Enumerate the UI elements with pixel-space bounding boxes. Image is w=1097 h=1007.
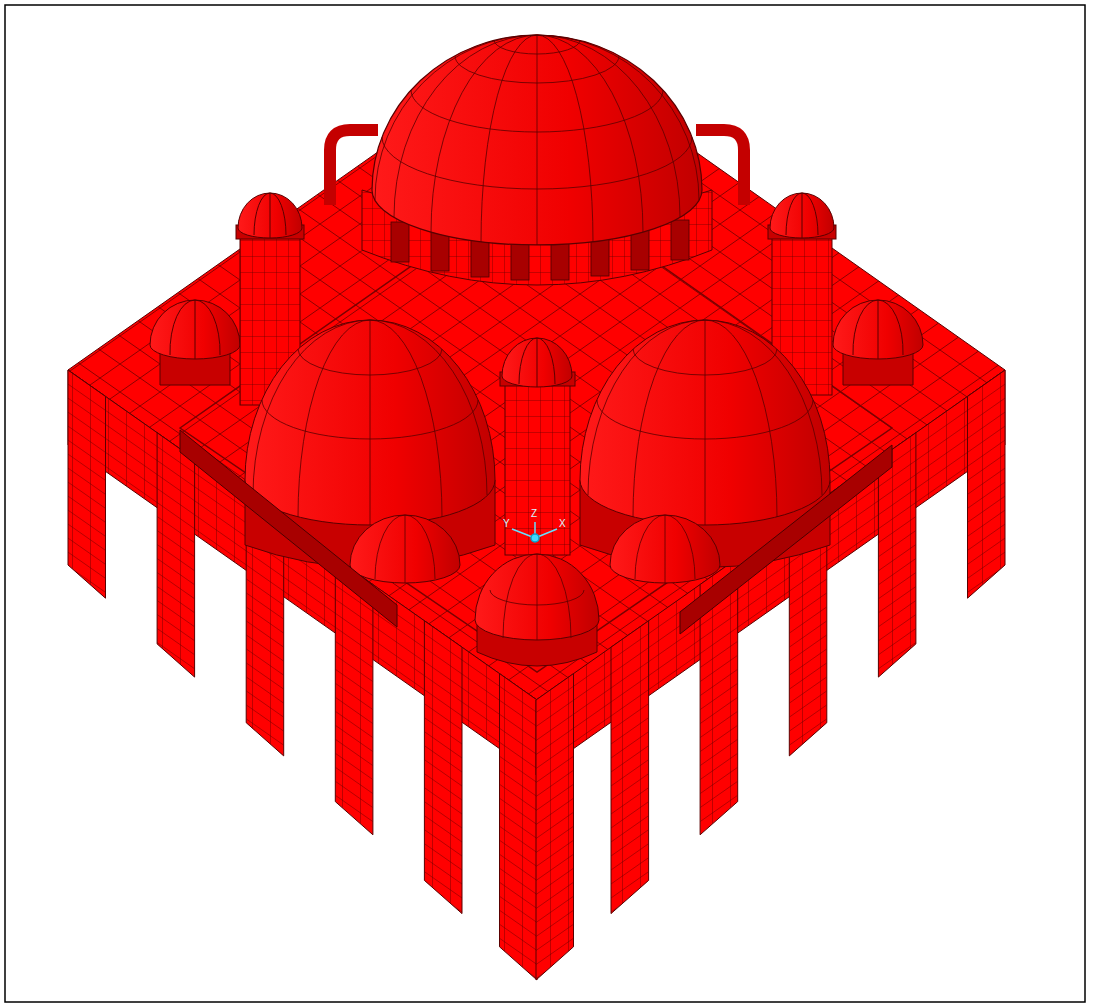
frame <box>5 5 1085 1002</box>
main-dome <box>372 35 702 245</box>
semi-dome <box>245 320 830 568</box>
axis-label: Z <box>531 508 537 519</box>
axis-triad <box>512 522 557 542</box>
minaret <box>500 338 575 555</box>
axis-label: Y <box>503 518 510 529</box>
axis-label: X <box>559 518 566 529</box>
front-dome <box>475 554 599 666</box>
